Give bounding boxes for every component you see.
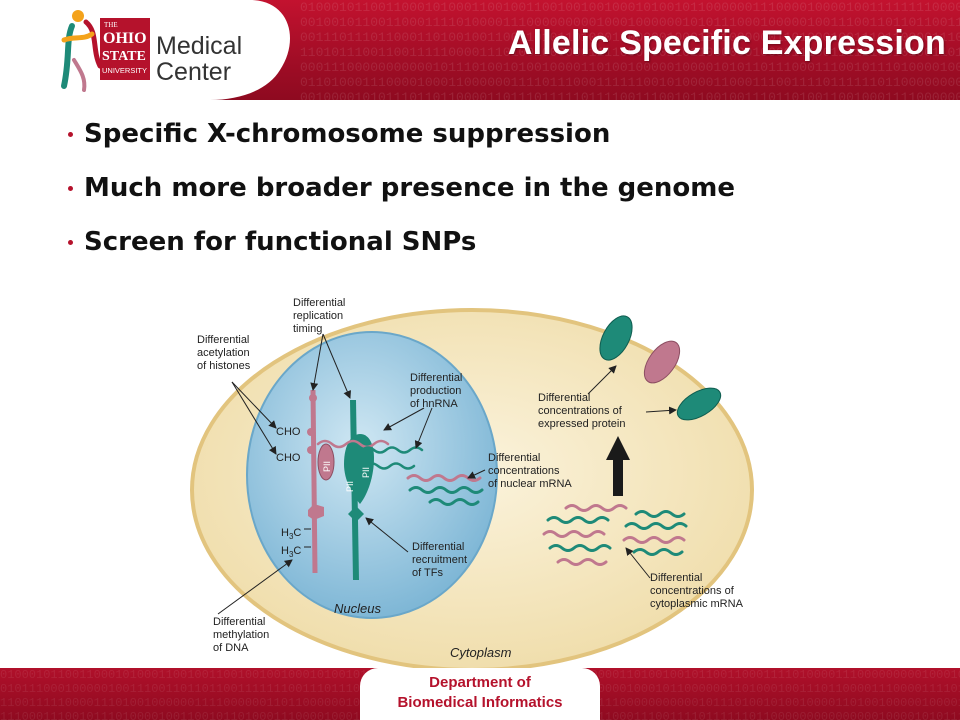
pink-chromosome: PII: [307, 389, 335, 574]
logo-panel: THE OHIO STATE UNIVERSITY Medical Center: [0, 0, 290, 100]
expressed-proteins: [599, 315, 722, 421]
logo-the-text: THE: [104, 21, 118, 29]
bullet-text: Screen for functional SNPs: [84, 227, 477, 257]
allelic-expression-diagram: PII PII PII CHO CHO H3C H3C: [190, 297, 754, 670]
expression-up-arrow-icon: [606, 436, 630, 496]
h3c-sub: 3: [289, 550, 294, 559]
bullet-dot-icon: [68, 240, 73, 245]
cho-label: CHO: [276, 426, 301, 438]
teal-chromosome: PII PII: [344, 399, 374, 581]
bullet-text: Much more broader presence in the genome: [84, 173, 736, 203]
h3c-c: C: [293, 527, 301, 539]
h3c-label: H3C: [281, 545, 301, 559]
leader-arrows: [217, 333, 677, 615]
footer-tab: [360, 668, 600, 720]
hnrna-strands: [316, 439, 424, 470]
bullet-item: Specific X-chromosome suppression: [64, 112, 735, 166]
polymerase-pii-pink: [317, 443, 335, 481]
slide-title: Allelic Specific Expression: [507, 24, 946, 62]
logo-medical-text: Medical: [156, 32, 242, 60]
cytoplasm-label: Cytoplasm: [450, 645, 512, 660]
nucleus-label: Nucleus: [334, 601, 381, 616]
header-bar: 0100010110011000101000110010011001001001…: [0, 0, 960, 100]
department-line-1: Department of: [429, 674, 531, 691]
cytoplasmic-mrna: [542, 504, 688, 566]
h3c-h: H: [281, 545, 289, 557]
protein-teal: [599, 315, 633, 361]
pii-label: PII: [345, 481, 355, 492]
department-label: Department of Biomedical Informatics: [360, 673, 600, 713]
logo-ohio-text: OHIO: [103, 30, 147, 47]
h3c-h: H: [281, 527, 289, 539]
bullet-dot-icon: [68, 186, 73, 191]
binary-pattern-decoration: 0100010110011000101000110010011001001001…: [300, 0, 960, 100]
bullet-text: Specific X-chromosome suppression: [84, 119, 611, 149]
h3c-sub: 3: [289, 532, 294, 541]
protein-pink: [643, 340, 681, 384]
bullet-list: Specific X-chromosome suppression Much m…: [64, 112, 735, 274]
department-line-2: Biomedical Informatics: [397, 694, 563, 711]
h3c-label: H3C: [281, 527, 301, 541]
bullet-item: Much more broader presence in the genome: [64, 166, 735, 220]
logo-state-text: STATE: [102, 49, 146, 64]
logo-center-text: Center: [156, 58, 231, 86]
pii-label: PII: [361, 467, 371, 478]
osu-figure-logo-icon: [61, 10, 103, 92]
logo-university-text: UNIVERSITY: [102, 66, 147, 75]
bullet-dot-icon: [68, 132, 73, 137]
h3c-c: C: [293, 545, 301, 557]
cho-label: CHO: [276, 452, 301, 464]
osu-wordmark-logo: THE OHIO STATE UNIVERSITY: [100, 18, 150, 80]
pii-label: PII: [322, 461, 332, 472]
bullet-item: Screen for functional SNPs: [64, 220, 735, 274]
protein-teal: [676, 387, 722, 421]
